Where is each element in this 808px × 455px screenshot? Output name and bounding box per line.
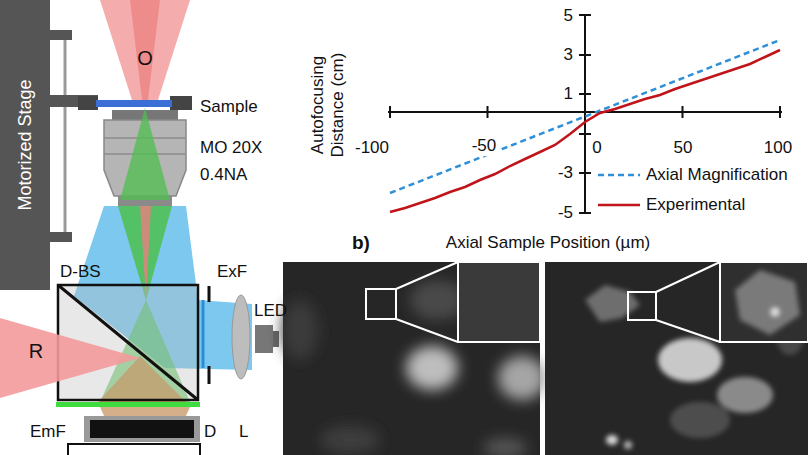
beam-shape [100,0,190,100]
tick-label: 3 [562,45,575,65]
objective-label: MO 20X [200,138,262,158]
lens [232,295,250,379]
legend-label: Experimental [646,195,745,215]
y-axis [584,15,586,213]
microscope-image [545,262,808,455]
camera-housing [84,416,200,442]
sample-holder [170,96,192,110]
beam-core [130,0,160,100]
diaphragm [208,366,211,384]
tick-label: -100 [353,138,391,158]
panel-letter: b) [352,232,370,254]
zoom-box [628,292,656,320]
stage-tab [50,232,72,242]
lens-label: L [239,422,248,442]
diaphragm-label: D [204,422,216,442]
tick-label: -5 [556,203,575,223]
beam-shape [0,318,140,398]
source-label: LED [254,301,287,321]
sample-slide [96,100,172,107]
node-label: R [29,340,43,363]
stage-tab [50,30,72,40]
emission-filter [56,402,200,407]
sample-label: Sample [200,97,258,117]
axis-title: Axial Sample Position (µm) [446,233,650,253]
zoom-inset [458,262,540,342]
legend-sample-dashed [598,174,640,177]
led-base [273,331,279,347]
stage-rail [64,40,67,232]
camera-sensor [90,420,194,438]
experimental-line [390,50,780,212]
tick-label: 1 [562,84,575,104]
zoom-line [396,262,458,289]
led-body [255,325,273,353]
reference-beam: R [0,318,140,398]
zoom-line [396,319,458,342]
zoom-line [656,262,720,292]
filter-label: ExF [217,262,247,282]
axis-title: Autofocusing Distance (cm) [308,38,347,173]
tick-label: 100 [762,138,794,158]
tick-label: 50 [672,138,695,158]
motorized-stage: Motorized Stage [0,0,50,290]
inset-cell [735,270,800,335]
node-outline [0,318,140,398]
legend-sample-solid [598,204,640,207]
node-label: Motorized Stage [15,79,36,210]
excitation-filter [202,300,205,368]
tick-label: -3 [556,163,575,183]
tick-label: 5 [562,6,575,26]
microscope-image [283,262,540,455]
tick-label: -50 [470,136,499,156]
zoom-line [656,320,720,342]
green-beam [120,108,170,200]
filter-label: EmF [30,422,66,442]
node-label: O [137,47,153,70]
x-ticks [390,106,780,118]
zoom-inset [720,262,808,342]
aperture-label: 0.4NA [200,165,247,185]
diaphragm [208,286,211,302]
zoom-box [366,289,396,319]
camera-bracket [68,444,200,455]
beam-splitter-label: D-BS [60,262,101,282]
sample-holder [78,96,98,110]
tick-label: 0 [590,138,603,158]
sample-beam-cone: O [100,0,190,100]
legend-label: Axial Magnification [646,165,788,185]
